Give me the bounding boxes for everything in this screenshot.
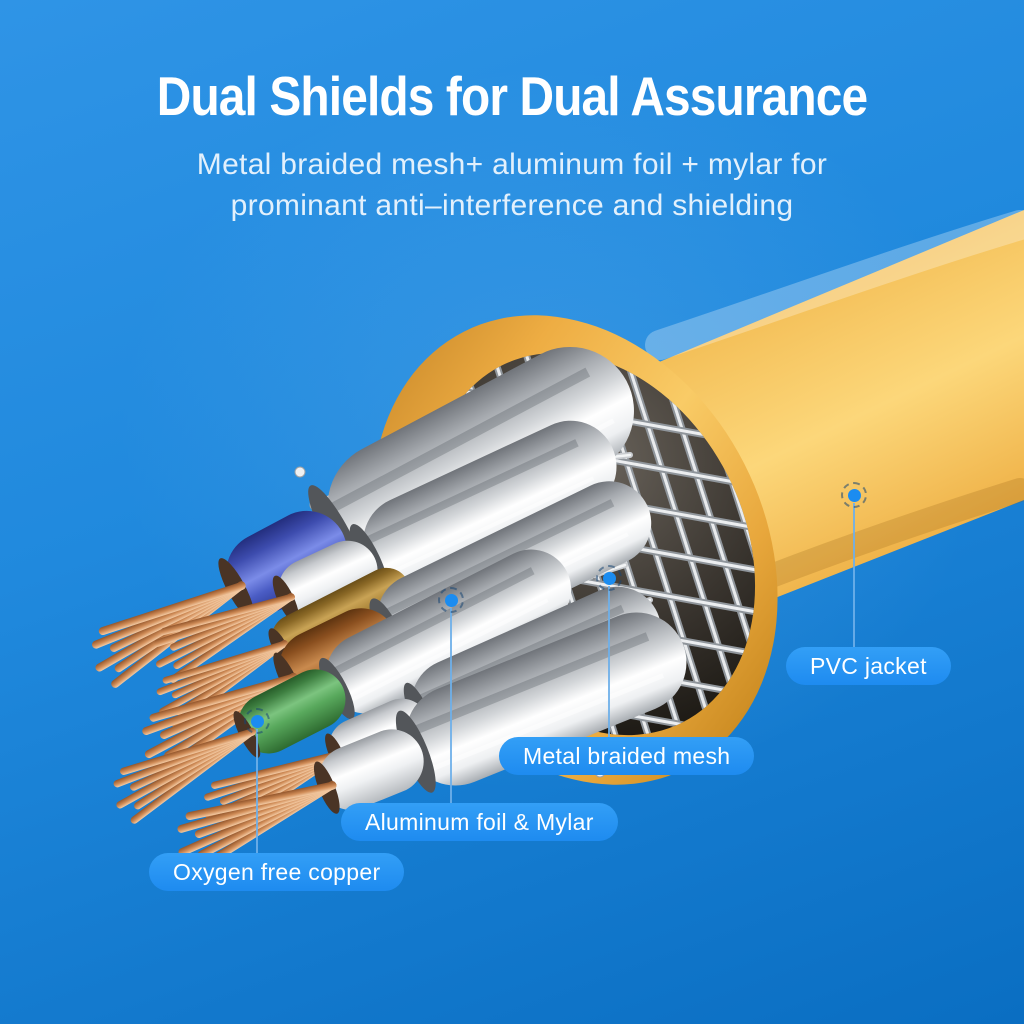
green-pair-bundle xyxy=(101,549,572,829)
subtitle-line-2: prominant anti–interference and shieldin… xyxy=(230,189,794,222)
braided-mesh-label: Metal braided mesh xyxy=(499,737,755,775)
header: Dual Shields for Dual Assurance Metal br… xyxy=(0,64,1024,226)
page-subtitle: Metal braided mesh+ aluminum foil + myla… xyxy=(0,144,1024,226)
pvc-jacket-leader-line xyxy=(853,503,855,649)
braided-mesh-leader-line xyxy=(608,586,610,739)
white-wire-sleeve xyxy=(318,729,424,810)
pvc-jacket-label: PVC jacket xyxy=(786,647,951,685)
subtitle-line-1: Metal braided mesh+ aluminum foil + myla… xyxy=(196,148,828,181)
copper-leader-line xyxy=(256,729,258,855)
aluminum-foil-leader-line xyxy=(450,608,452,805)
page-title: Dual Shields for Dual Assurance xyxy=(156,65,868,127)
aluminum-foil-label: Aluminum foil & Mylar xyxy=(341,803,618,841)
copper-marker-dot xyxy=(244,708,270,734)
grey-foil-bundle-bottom xyxy=(165,612,687,879)
aluminum-foil-marker-dot xyxy=(438,587,464,613)
braided-mesh-marker-dot xyxy=(596,565,622,591)
green-wire-sleeve xyxy=(238,669,346,754)
copper-label: Oxygen free copper xyxy=(149,853,405,891)
pvc-jacket-marker-dot xyxy=(841,482,867,508)
